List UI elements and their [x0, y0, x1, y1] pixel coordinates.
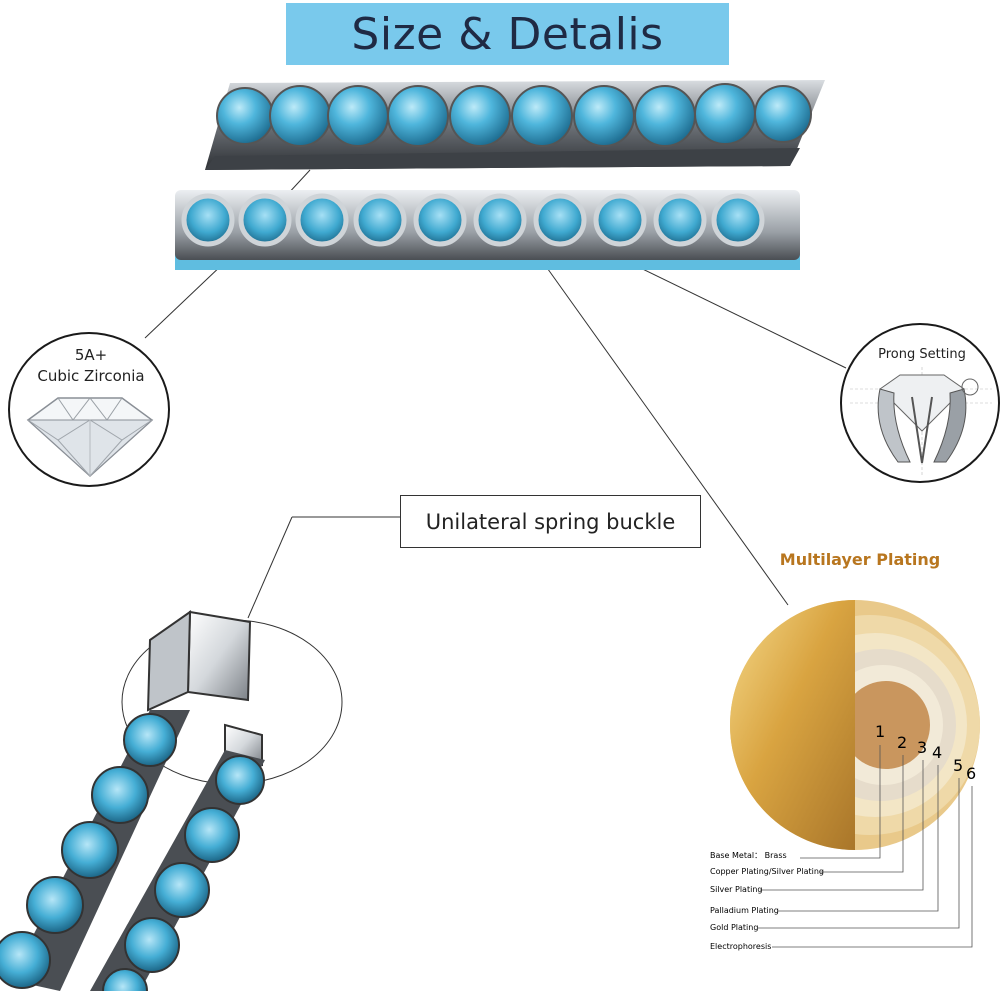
layer-label-copper-silver: Copper Plating/Silver Plating: [710, 867, 824, 876]
stone-grade: 5A+: [74, 346, 108, 364]
stone-callout: 5A+ Cubic Zirconia: [8, 332, 170, 487]
page-title: Size & Detalis: [351, 8, 664, 60]
layer-number-4: 4: [932, 743, 942, 762]
setting-label: Prong Setting: [878, 347, 966, 362]
layer-label-base-metal: Base Metal： Brass: [710, 851, 787, 860]
plating-diagram: 1 2 3 4 5 6 Base Metal： Brass Copper Pla…: [710, 600, 980, 951]
clasp-label: Unilateral spring buckle: [425, 509, 676, 534]
stone-name: Cubic Zirconia: [37, 367, 145, 385]
layer-number-1: 1: [875, 722, 885, 741]
diamond-icon: [26, 397, 154, 478]
layer-number-3: 3: [917, 738, 927, 757]
gem-row-top: [216, 83, 812, 147]
layer-label-palladium: Palladium Plating: [710, 906, 779, 915]
prong-setting-sketch-icon: [850, 367, 992, 477]
gem-row-side: [181, 193, 765, 247]
title-banner: Size & Detalis: [286, 3, 729, 65]
plating-title: Multilayer Plating: [779, 550, 941, 569]
clasp-callout: Unilateral spring buckle: [400, 495, 701, 548]
bracelet-top-view: [205, 80, 825, 170]
setting-callout: Prong Setting: [840, 323, 1000, 483]
layer-label-silver: Silver Plating: [710, 885, 762, 894]
layer-number-2: 2: [897, 733, 907, 752]
bracelet-side-view: [175, 190, 800, 270]
layer-label-gold: Gold Plating: [710, 923, 758, 932]
layer-number-6: 6: [966, 764, 976, 783]
layer-number-5: 5: [953, 756, 963, 775]
layer-label-electrophoresis: Electrophoresis: [710, 942, 771, 951]
spring-buckle-clasp-icon: [0, 610, 265, 991]
